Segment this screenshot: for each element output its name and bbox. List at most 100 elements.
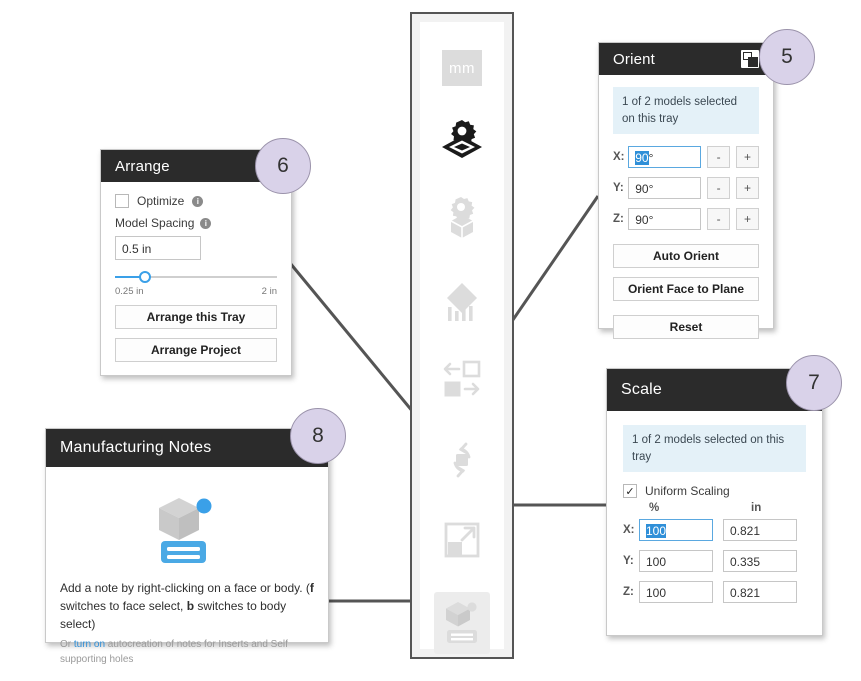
orient-panel: Orient 1 of 2 models selected on this tr… xyxy=(598,42,774,340)
scale-row-x: X: 100 0.821 xyxy=(623,519,806,542)
cube-with-note-icon xyxy=(159,498,212,563)
orient-input-y[interactable]: 90° xyxy=(628,177,702,200)
notes-instructions: Add a note by right-clicking on a face o… xyxy=(60,579,314,633)
slider-min-label: 0.25 in xyxy=(115,286,144,297)
orient-panel-title: Orient xyxy=(613,50,656,68)
uniform-scaling-checkbox[interactable]: ✓ xyxy=(623,484,637,499)
auto-orient-button[interactable]: Auto Orient xyxy=(613,244,759,269)
callout-6: 6 xyxy=(255,138,311,194)
optimize-label: Optimize xyxy=(137,194,185,208)
info-icon-optimize[interactable]: i xyxy=(192,195,204,207)
move-arrows-icon xyxy=(443,360,481,397)
arrange-this-tray-button[interactable]: Arrange this Tray xyxy=(115,305,277,329)
scale-panel-body: 1 of 2 models selected on this tray ✓ Un… xyxy=(607,411,822,626)
orient-minus-z[interactable]: - xyxy=(707,208,731,231)
connector-arrange xyxy=(288,262,420,419)
tray-tools-toolbar[interactable]: mm xyxy=(410,12,514,659)
gear-diamond-icon xyxy=(442,120,482,158)
scale-unit-inches: in xyxy=(751,502,762,515)
orient-axis-label-z: Z: xyxy=(613,213,624,226)
optimize-checkbox[interactable] xyxy=(115,194,129,208)
scale-percent-x[interactable]: 100 xyxy=(639,519,713,542)
model-spacing-row: Model Spacing i xyxy=(115,216,277,230)
toolbar-item-notes[interactable] xyxy=(434,592,490,654)
orient-input-z[interactable]: 90° xyxy=(628,208,702,231)
orient-input-x[interactable]: 90° xyxy=(628,146,702,169)
scale-unit-percent: % xyxy=(649,502,660,515)
dock-pin-icon[interactable] xyxy=(741,50,759,68)
slider-max-label: 2 in xyxy=(261,286,277,297)
arrange-project-button[interactable]: Arrange Project xyxy=(115,338,277,362)
orient-minus-x[interactable]: - xyxy=(707,146,731,169)
connector-orient xyxy=(506,195,600,328)
orient-plus-z[interactable]: + xyxy=(736,208,760,231)
scale-panel-title: Scale xyxy=(621,381,663,398)
scale-row-y: Y: 100 0.335 xyxy=(623,550,806,573)
callout-8: 8 xyxy=(290,408,346,464)
toolbar-item-tray-settings[interactable] xyxy=(434,114,490,170)
scale-axis-label-z: Z: xyxy=(623,586,634,599)
scale-percent-y[interactable]: 100 xyxy=(639,550,713,573)
toolbar-item-move[interactable] xyxy=(434,352,490,408)
toolbar-item-orient[interactable] xyxy=(434,432,490,488)
orient-face-to-plane-button[interactable]: Orient Face to Plane xyxy=(613,277,759,302)
turn-on-link[interactable]: turn on xyxy=(73,639,106,650)
scale-arrow-icon xyxy=(444,522,480,558)
orient-row-x: X: 90° - + xyxy=(613,146,760,169)
scale-inches-x[interactable]: 0.821 xyxy=(723,519,797,542)
notes-panel-title: Manufacturing Notes xyxy=(60,439,212,456)
diamond-supports-icon xyxy=(447,283,477,321)
arrange-panel-title: Arrange xyxy=(115,157,170,175)
notes-panel-header: Manufacturing Notes xyxy=(46,429,328,467)
model-spacing-label: Model Spacing xyxy=(115,216,195,230)
orient-plus-y[interactable]: + xyxy=(736,177,760,200)
manufacturing-notes-panel: Manufacturing Notes Add a note by right xyxy=(45,428,329,665)
orient-selection-banner: 1 of 2 models selected on this tray xyxy=(613,87,759,135)
toolbar-item-scale[interactable] xyxy=(434,512,490,568)
orient-reset-button[interactable]: Reset xyxy=(613,315,759,340)
scale-inches-y[interactable]: 0.335 xyxy=(723,550,797,573)
gear-cube-icon xyxy=(450,197,475,238)
model-spacing-slider[interactable] xyxy=(115,270,277,284)
scale-percent-z[interactable]: 100 xyxy=(639,581,713,604)
orient-axis-label-x: X: xyxy=(613,151,625,164)
info-icon-model-spacing[interactable]: i xyxy=(200,217,212,229)
scale-axis-label-x: X: xyxy=(623,524,635,537)
callout-5: 5 xyxy=(759,29,815,85)
notes-key-b: b xyxy=(186,599,195,613)
orient-input-x-selection: 90 xyxy=(635,151,649,166)
notes-text-pre: Add a note by right-clicking on a face o… xyxy=(60,581,310,595)
mm-units-icon: mm xyxy=(442,50,482,86)
scale-percent-x-selection: 100 xyxy=(646,524,667,539)
optimize-row[interactable]: Optimize i xyxy=(115,194,277,208)
model-spacing-input[interactable]: 0.5 in xyxy=(115,236,201,260)
rotate-cube-icon xyxy=(453,442,471,478)
orient-row-z: Z: 90° - + xyxy=(613,208,760,231)
slider-range-labels: 0.25 in 2 in xyxy=(115,286,277,297)
notes-panel-body: Add a note by right-clicking on a face o… xyxy=(46,467,328,681)
orient-plus-x[interactable]: + xyxy=(736,146,760,169)
scale-inches-z[interactable]: 0.821 xyxy=(723,581,797,604)
notes-text-post: switches to body select) xyxy=(60,599,287,631)
orient-row-y: Y: 90° - + xyxy=(613,177,760,200)
notes-key-f: f xyxy=(309,581,314,595)
toolbar-item-units[interactable]: mm xyxy=(434,40,490,96)
orient-minus-y[interactable]: - xyxy=(707,177,731,200)
scale-row-z: Z: 100 0.821 xyxy=(623,581,806,604)
scale-axis-label-y: Y: xyxy=(623,555,634,568)
notes-sub-post: autocreation of notes for Inserts and Se… xyxy=(60,639,288,665)
toolbar-item-model-settings[interactable] xyxy=(434,190,490,246)
uniform-scaling-label: Uniform Scaling xyxy=(645,484,730,499)
orient-panel-body: 1 of 2 models selected on this tray X: 9… xyxy=(599,75,773,353)
callout-7: 7 xyxy=(786,355,842,411)
uniform-scaling-row[interactable]: ✓ Uniform Scaling xyxy=(623,484,806,499)
toolbar-item-supports[interactable] xyxy=(434,274,490,330)
notes-illustration xyxy=(60,479,314,579)
notes-sub-pre: Or xyxy=(60,639,74,650)
scale-panel: Scale 1 of 2 models selected on this tra… xyxy=(606,368,823,636)
notes-text-mid: switches to face select, xyxy=(60,599,187,613)
slider-handle[interactable] xyxy=(139,271,152,283)
slider-fill xyxy=(115,276,143,278)
orient-axis-label-y: Y: xyxy=(613,182,624,195)
arrange-panel-body: Optimize i Model Spacing i 0.5 in 0.25 i… xyxy=(101,182,291,376)
